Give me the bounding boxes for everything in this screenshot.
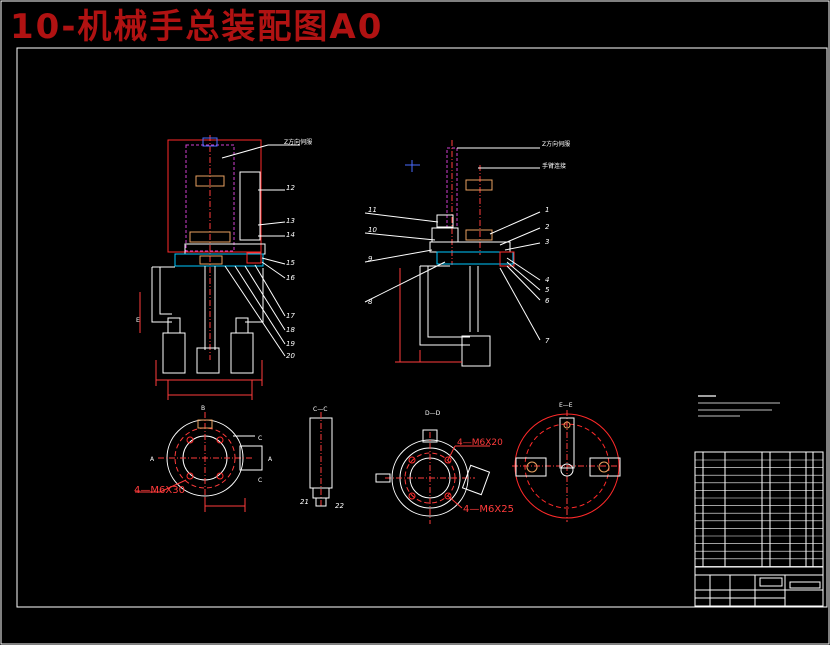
front-top-note: Z方向伺服 [284,138,312,146]
section-dd-view [375,429,491,524]
section-cc-label: C—C [313,406,327,413]
front-section-e-label: E [136,317,140,324]
section-c-bottom-label: C [258,477,262,484]
part-number-9: 9 [368,255,373,263]
plan-view-b [135,412,263,512]
part-number-11: 11 [368,206,377,214]
section-a-right-label: A [268,456,273,463]
section-dd-label: D—D [425,410,441,417]
section-cc-view [309,412,333,508]
drawing-title: 10-机械手总装配图A0 [10,7,384,47]
side-mid-note: 手臂连接 [542,162,566,170]
part-number-16: 16 [286,274,295,282]
part-number-5: 5 [545,286,550,294]
front-view [139,135,300,400]
part-number-8: 8 [368,298,373,306]
side-view [364,140,541,367]
side-top-note: Z方向伺服 [542,140,570,148]
part-number-12: 12 [286,184,295,192]
inner-frame [16,47,828,608]
part-number-13: 13 [286,217,295,225]
section-ee-label: E—E [559,402,573,409]
section-a-left-label: A [150,456,155,463]
section-b-label: B [201,405,205,412]
part-number-7: 7 [545,337,550,345]
part-number-10: 10 [368,226,377,234]
part-number-18: 18 [286,326,295,334]
part-number-4: 4 [545,276,549,284]
part-number-3: 3 [545,238,549,246]
part-number-15: 15 [286,259,295,267]
part-number-20: 20 [286,352,295,360]
section-c-top-label: C [258,435,262,442]
section-ee-view [512,410,622,522]
part-number-2: 2 [545,223,550,231]
part-number-17: 17 [286,312,295,320]
hole-callout-bottom-left: 4—M6X30 [134,485,185,496]
part-number-6: 6 [545,297,550,305]
part-number-22: 22 [335,502,344,510]
part-number-19: 19 [286,340,295,348]
parts-list-table [694,451,824,607]
part-number-14: 14 [286,231,295,239]
hole-callout-dd-lower: 4—M6X25 [463,504,514,515]
part-number-21: 21 [300,498,309,506]
technical-notes [698,395,780,417]
hole-callout-dd-upper: 4—M6X20 [457,438,503,448]
part-number-1: 1 [545,206,549,214]
